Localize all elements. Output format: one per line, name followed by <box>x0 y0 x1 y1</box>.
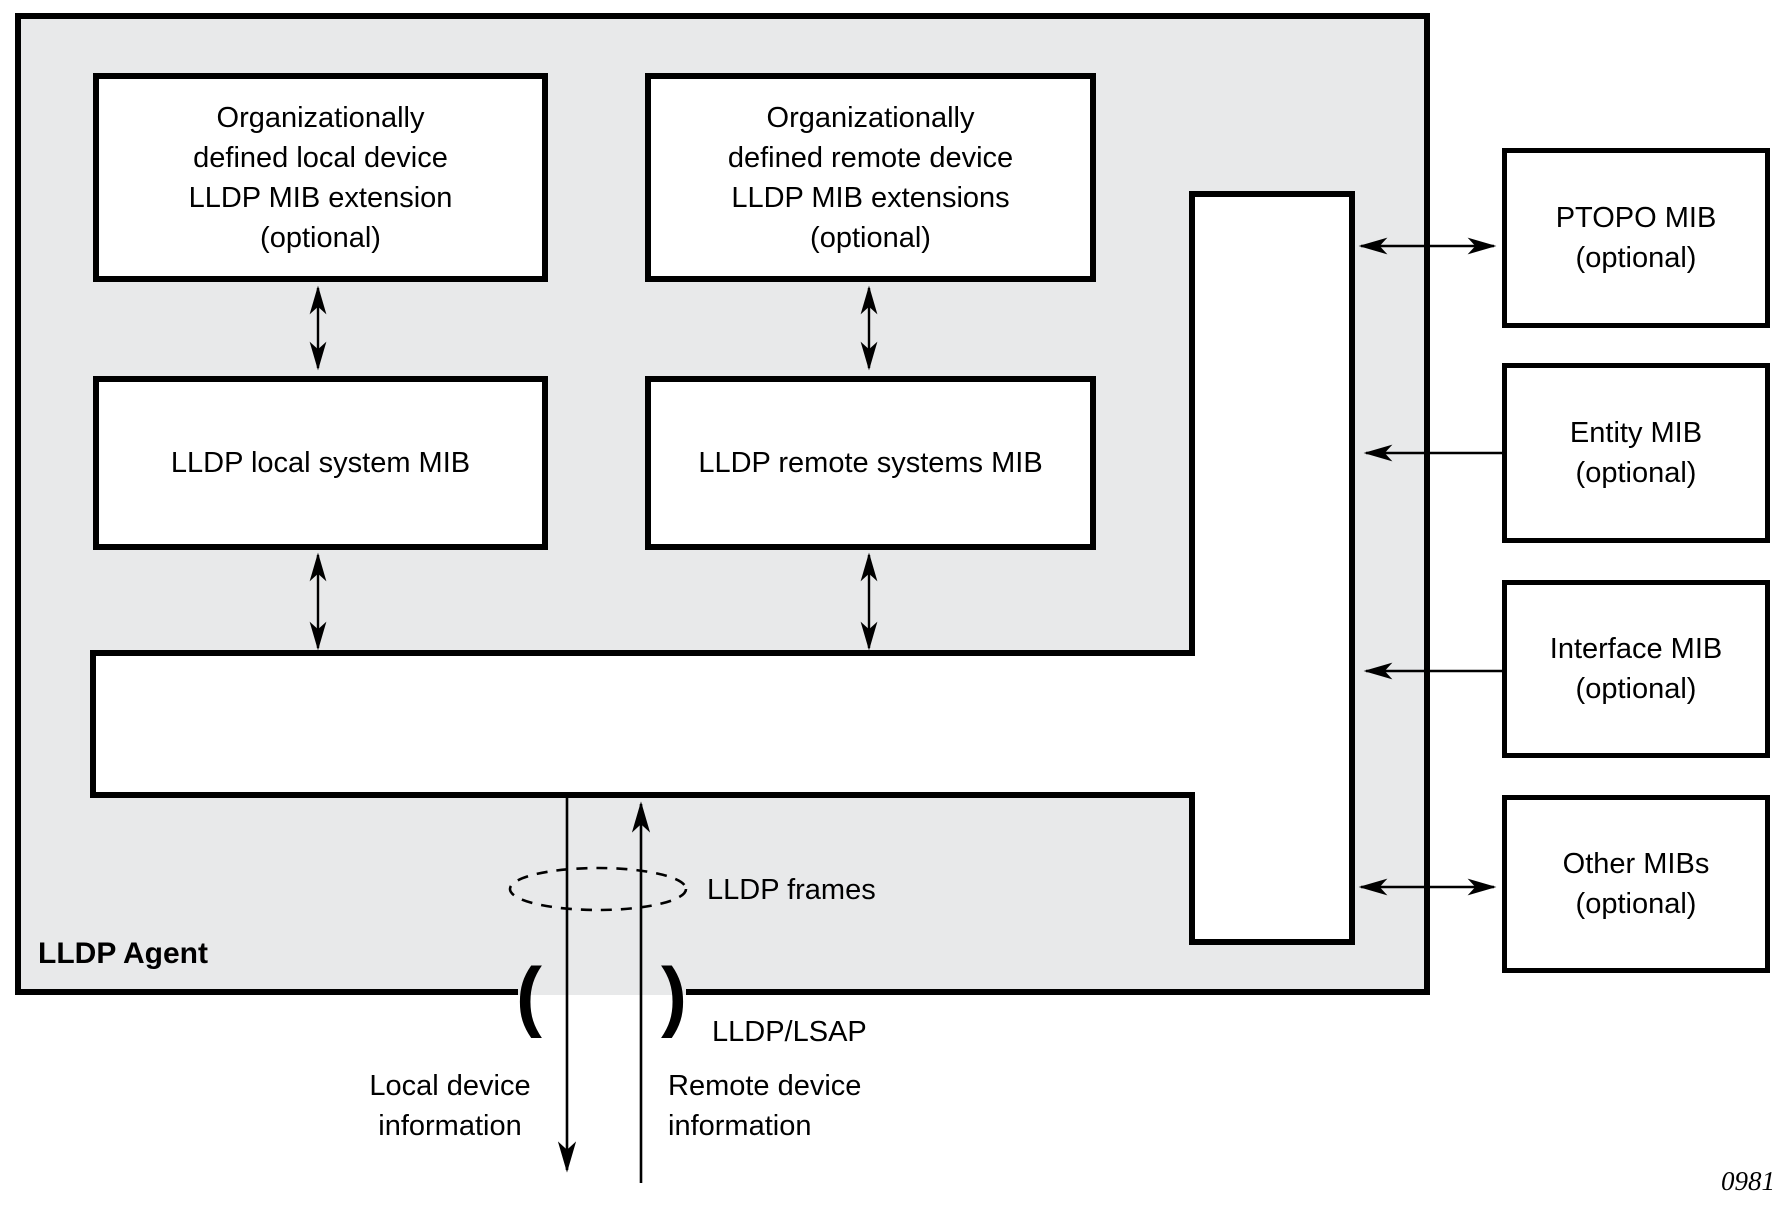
lldp-agent-border <box>15 13 1430 995</box>
box-line: Interface MIB <box>1549 633 1723 665</box>
box-line: LLDP MIB extensions <box>731 181 1010 214</box>
remote-device-info-label: Remote device information <box>668 1066 861 1146</box>
lsap-open-paren: ( <box>516 951 542 1039</box>
other-mibs-box: Other MIBs (optional) <box>1502 795 1770 973</box>
box-line: (optional) <box>1575 457 1697 489</box>
box-line: LLDP MIB extension <box>188 181 453 214</box>
lldp-remote-systems-mib-box: LLDP remote systems MIB <box>645 376 1096 550</box>
interface-mib-box: Interface MIB (optional) <box>1502 580 1770 758</box>
box-line: PTOPO MIB <box>1555 202 1717 234</box>
box-line: (optional) <box>1575 888 1697 920</box>
box-line: (optional) <box>1575 673 1697 705</box>
lldp-frames-ellipse <box>508 866 688 912</box>
box-line: defined remote device <box>727 141 1014 174</box>
label-line: information <box>378 1110 522 1142</box>
lldp-frames-label: LLDP frames <box>707 874 876 906</box>
ptopo-mib-box: PTOPO MIB (optional) <box>1502 148 1770 328</box>
org-remote-extensions-box: Organizationally defined remote device L… <box>645 73 1096 282</box>
local-device-info-label: Local device information <box>300 1066 600 1146</box>
lsap-close-paren: ) <box>661 951 687 1039</box>
box-line: LLDP local system MIB <box>170 447 471 479</box>
lldp-lsap-label: LLDP/LSAP <box>712 1016 867 1048</box>
box-line: Entity MIB <box>1569 417 1703 449</box>
box-line: defined local device <box>193 141 448 174</box>
box-line: Organizationally <box>216 101 425 134</box>
lldp-agent-label: LLDP Agent <box>38 937 208 970</box>
box-line: (optional) <box>810 221 931 254</box>
figure-number: 0981 <box>1721 1166 1775 1196</box>
mib-access-bus <box>90 191 1355 945</box>
box-line: Organizationally <box>766 101 975 134</box>
lldp-local-system-mib-box: LLDP local system MIB <box>93 376 548 550</box>
box-line: Other MIBs <box>1562 848 1710 880</box>
box-line: (optional) <box>1575 242 1697 274</box>
label-line: Local device <box>369 1070 531 1102</box>
entity-mib-box: Entity MIB (optional) <box>1502 363 1770 543</box>
org-local-extension-box: Organizationally defined local device LL… <box>93 73 548 282</box>
label-line: information <box>668 1110 812 1142</box>
box-line: LLDP remote systems MIB <box>698 447 1043 479</box>
box-line: (optional) <box>260 221 381 254</box>
label-line: Remote device <box>668 1070 862 1102</box>
